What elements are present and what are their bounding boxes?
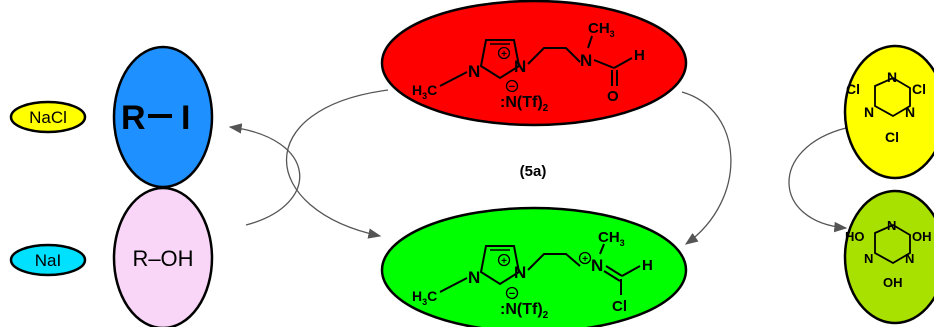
svg-text:+: + [582,254,588,265]
ntf2-anion: :N(Tf)2 [500,301,549,321]
h3c-group: H3C [412,82,437,101]
h-atom: H [634,47,645,64]
ntf2-anion: :N(Tf)2 [500,94,549,114]
svg-text:+: + [501,49,507,60]
n-right: N [905,251,914,266]
alkyl-iodide-oval: R I [112,45,214,189]
i-label: I [181,99,190,137]
h3c-group: H3C [412,288,437,307]
nai-salt: NaI [9,243,87,277]
n-top: N [887,69,897,85]
h-atom: H [642,257,653,274]
svg-text:+: + [501,256,507,267]
cyanuric-chloride-oval: Cl N Cl N N Cl [843,44,934,180]
compound-label: (5a) [520,163,547,180]
n-amide: N [580,51,592,70]
cl-left: Cl [846,81,860,97]
arc-center-left [285,89,389,239]
oh-left: HO [845,229,865,244]
svg-text:−: − [509,81,515,93]
cyanuric-acid-oval: HO N OH N N OH [843,189,934,325]
cl-atom: Cl [612,298,627,315]
alcohol-label: R–OH [132,246,193,271]
nai-label: NaI [35,251,61,270]
n-ring-right: N [514,263,526,282]
n-ring-left: N [468,62,480,81]
nacl-label: NaCl [29,108,67,127]
n-iminium: N [591,256,603,275]
ch3-group: CH3 [598,229,625,248]
n-ring-left: N [468,268,480,287]
alcohol-oval: R–OH [112,186,214,327]
cl-right: Cl [912,81,926,97]
nacl-salt: NaCl [9,100,87,134]
arc-center-right [681,91,732,245]
n-ring-right: N [514,57,526,76]
arc-right-cycle [788,127,848,233]
n-left: N [864,104,874,120]
o-atom: O [607,88,619,105]
svg-text:−: − [509,288,515,300]
n-left: N [864,251,873,266]
chloroiminium-intermediate-oval: + N N H3C + N CH3 H Cl − :N(Tf)2 [380,206,688,327]
cl-bottom: Cl [885,129,899,145]
n-right: N [905,104,915,120]
r-label: R [121,99,146,137]
ch3-group: CH3 [588,20,615,39]
oh-right: OH [912,229,932,244]
n-top: N [887,218,896,233]
oh-bottom: OH [883,275,903,290]
formamide-reagent-oval: + N N H3C N CH3 H O − :N(Tf)2 [380,0,688,127]
arc-left-cycle [228,123,301,226]
